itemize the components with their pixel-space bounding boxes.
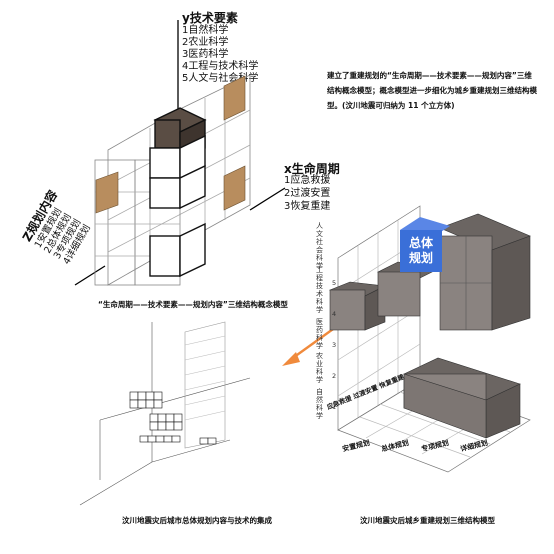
x-item-1: 1应急救援 [284, 175, 331, 186]
highlight-label-line1: 总体 [408, 236, 433, 250]
row-number-1: 1 [332, 403, 337, 411]
brown-panel-right [223, 165, 246, 211]
brown-panel-left [95, 171, 119, 214]
y-item-3: 3医药科学 [182, 49, 229, 60]
blue-highlight-cube [400, 217, 450, 272]
y-item-2: 2农业科学 [182, 37, 229, 48]
brown-panels [95, 75, 246, 214]
row-numbers: 5 4 3 2 1 [332, 268, 336, 423]
v-label-5: 自然科学 [316, 388, 323, 420]
v-label-1: 人文社会科学 [316, 222, 323, 270]
right-cubes-upper [328, 213, 531, 331]
v-label-2: 工程技术科学 [316, 266, 323, 314]
v-label-4: 农业科学 [316, 352, 323, 384]
highlight-label: 总体 规划 [408, 236, 434, 266]
v-label-3: 医药科学 [316, 318, 323, 350]
concept-cubes [149, 107, 207, 278]
brown-panel-top-right [223, 75, 246, 121]
highlight-label-line2: 规划 [408, 251, 433, 265]
white-cube-2 [149, 177, 181, 209]
row-number-3: 3 [332, 341, 337, 349]
vertical-labels: 人文社会科学 工程技术科学 医药科学 农业科学 自然科学 [316, 222, 325, 424]
x-axis-title: x生命周期 [284, 162, 340, 176]
y-axis-title: y技术要素 [182, 11, 238, 25]
x-axis-items: 1应急救援 2过渡安置 3恢复重建 [284, 174, 330, 213]
description-text: 建立了重建规划的“生命周期——技术要素——规划内容”三维结构概念模型；概念模型进… [327, 71, 537, 110]
integration-caption: 汶川地震灾后城市总体规划内容与技术的集成 [122, 516, 272, 525]
small-cube-stacks [129, 391, 217, 445]
row-number-2: 2 [332, 372, 337, 380]
x-item-3: 3恢复重建 [284, 201, 331, 212]
y-axis-items: 1自然科学 2农业科学 3医药科学 4工程与技术科学 5人文与社会科学 [182, 25, 258, 85]
y-item-5: 5人文与社会科学 [182, 73, 259, 84]
white-cube-3 [149, 235, 181, 277]
y-item-4: 4工程与技术科学 [182, 61, 259, 72]
y-item-1: 1自然科学 [182, 25, 229, 36]
row-number-5: 5 [332, 279, 337, 287]
concept-model-caption: “生命周期——技术要素——规划内容”三维结构概念模型 [98, 300, 288, 309]
row-number-4: 4 [332, 310, 337, 318]
x-item-2: 2过渡安置 [284, 188, 331, 199]
right-model-caption: 汶川地震灾后城乡重建规划三维结构模型 [360, 516, 495, 525]
right-cubes-lower [403, 357, 521, 439]
